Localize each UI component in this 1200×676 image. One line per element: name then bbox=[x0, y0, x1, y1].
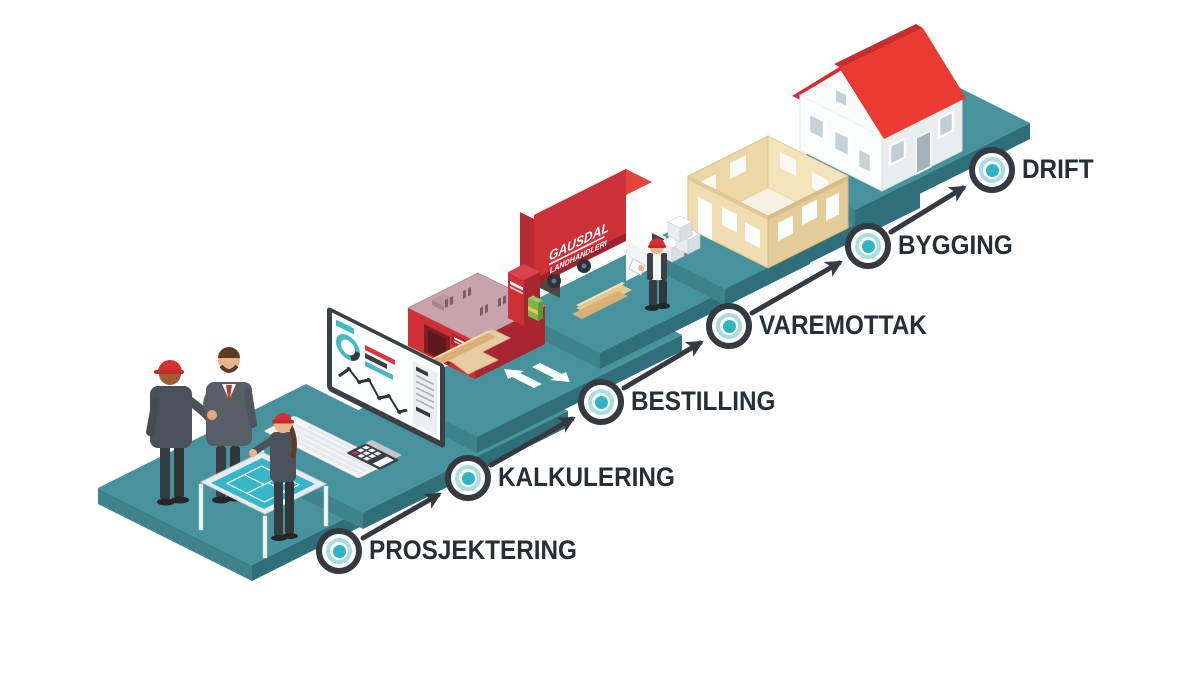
bar-teal bbox=[365, 361, 393, 380]
timber-front-left-wall bbox=[687, 175, 769, 269]
bar-red bbox=[365, 345, 395, 365]
green-pallet bbox=[528, 295, 543, 321]
necktie bbox=[226, 385, 232, 404]
milestone-target-icon bbox=[706, 303, 752, 349]
milestone-target-icon bbox=[969, 147, 1015, 193]
flow-arrow bbox=[621, 340, 704, 391]
lumber-planks bbox=[572, 282, 632, 319]
swap-arrows-icon bbox=[504, 363, 570, 388]
attic-window bbox=[834, 87, 848, 109]
stage-marker-kalkulering bbox=[445, 455, 491, 501]
roof-skylight bbox=[445, 296, 453, 308]
handshake bbox=[207, 410, 217, 420]
timber-frame-house bbox=[687, 135, 849, 269]
stage-marker-bygging bbox=[845, 223, 891, 269]
floor-plan-lines bbox=[225, 465, 301, 503]
loading-ramp bbox=[430, 328, 512, 375]
wooden-plank bbox=[430, 333, 496, 366]
timber-front-right-wall bbox=[767, 175, 849, 269]
sign-tower-text-plate bbox=[510, 281, 523, 295]
calculator-illustration bbox=[347, 443, 399, 470]
hard-hat bbox=[274, 413, 292, 422]
roof-skylight bbox=[463, 287, 471, 299]
stage-marker-varemottak bbox=[706, 303, 752, 349]
roof-skylight bbox=[498, 295, 506, 307]
flow-arrows bbox=[360, 185, 967, 541]
calculator-display bbox=[372, 456, 395, 468]
hard-hat bbox=[158, 360, 182, 372]
stage-label-bygging: BYGGING bbox=[898, 230, 1013, 260]
flow-arrow bbox=[888, 185, 967, 235]
flow-arrow bbox=[488, 416, 576, 468]
window bbox=[807, 111, 826, 142]
stage-marker-bestilling bbox=[578, 379, 624, 425]
stage-marker-prosjektering bbox=[316, 528, 362, 574]
stage-label-bestilling: BESTILLING bbox=[631, 386, 776, 416]
bar-dark bbox=[365, 353, 387, 369]
crate bbox=[667, 215, 693, 243]
stage-marker-drift bbox=[969, 147, 1015, 193]
goods-crates bbox=[659, 215, 701, 263]
warehouse-building bbox=[406, 264, 547, 379]
sign-tower bbox=[508, 272, 524, 326]
stage-label-varemottak: VAREMOTTAK bbox=[759, 310, 927, 340]
finished-house bbox=[792, 24, 966, 192]
flow-arrow bbox=[749, 260, 843, 316]
truck-box-side bbox=[534, 169, 626, 285]
window bbox=[856, 146, 873, 176]
roof-red-slope bbox=[841, 28, 966, 139]
hard-hat bbox=[649, 238, 665, 246]
stage-label-drift: DRIFT bbox=[1022, 154, 1094, 184]
monitor-illustration bbox=[327, 307, 445, 471]
house-gable-wall bbox=[799, 70, 883, 192]
roof-skylight bbox=[480, 304, 488, 316]
stage-label-prosjektering: PROSJEKTERING bbox=[369, 535, 577, 565]
line-chart bbox=[338, 367, 408, 414]
window bbox=[832, 128, 851, 159]
milestone-target-icon bbox=[316, 528, 362, 574]
milestone-target-icon bbox=[845, 223, 891, 269]
house-side-wall bbox=[881, 95, 963, 192]
flow-arrow bbox=[360, 492, 442, 541]
truck-cab-roof bbox=[626, 229, 666, 249]
stage-label-kalkulering: KALKULERING bbox=[498, 462, 675, 492]
window bbox=[888, 136, 907, 167]
milestone-target-icon bbox=[445, 455, 491, 501]
monitor-screen bbox=[327, 307, 445, 448]
front-door bbox=[915, 129, 932, 176]
architect-figure bbox=[249, 413, 298, 541]
roof-back-slope bbox=[834, 24, 923, 68]
window bbox=[937, 109, 955, 140]
worker-figure bbox=[628, 238, 670, 311]
milestone-target-icon bbox=[578, 379, 624, 425]
